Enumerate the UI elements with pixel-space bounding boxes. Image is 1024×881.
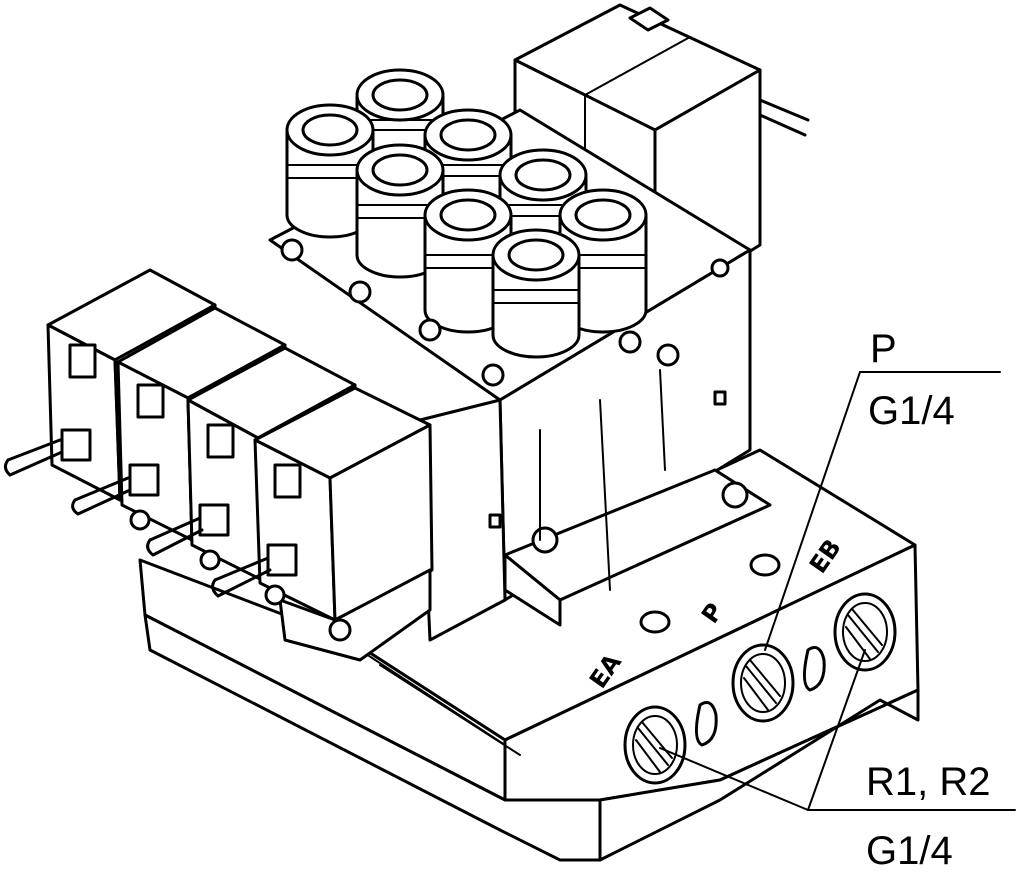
manifold-base (138, 448, 920, 862)
callout-text: P G1/4 R1, R2 G1/4 (866, 327, 991, 873)
fitting-2 (285, 103, 375, 239)
callout-p-thread: G1/4 (868, 389, 955, 433)
screw (418, 318, 442, 342)
fitting-7 (558, 188, 648, 334)
callout-p-name: P (870, 327, 897, 371)
front-solenoids (3, 268, 434, 662)
screw (618, 330, 642, 354)
callout-r-name: R1, R2 (866, 760, 991, 804)
screw (280, 238, 304, 262)
screw (481, 363, 505, 387)
solenoid-4 (253, 386, 434, 622)
port-p-hole (731, 643, 795, 723)
fitting-8 (491, 228, 581, 359)
port-r2-hole (833, 592, 897, 672)
manifold-ports (623, 553, 897, 785)
callout-r-thread: G1/4 (866, 829, 953, 873)
screw (348, 280, 372, 304)
port-r1-hole (623, 705, 687, 785)
callout-lines (659, 371, 1016, 811)
fittings-group (280, 68, 648, 387)
fitting-4 (355, 143, 445, 279)
